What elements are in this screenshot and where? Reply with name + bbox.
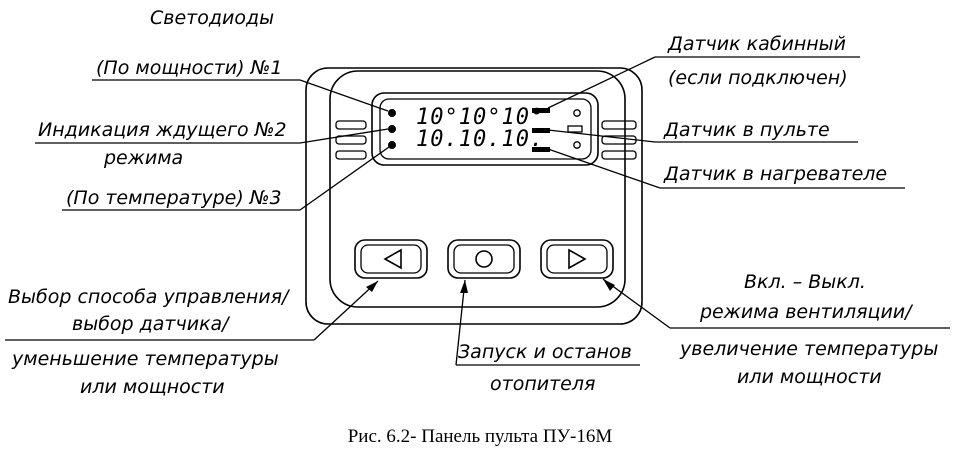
left-button[interactable] bbox=[354, 239, 428, 279]
led2-label-line1: Индикация ждущего №2 bbox=[38, 119, 287, 141]
right-button-label-line3: увеличение температуры bbox=[679, 338, 938, 360]
led-1 bbox=[388, 109, 396, 117]
left-button-label-line2: выбор датчика/ bbox=[72, 313, 231, 335]
left-button-label-line3: уменьшение температуры bbox=[11, 348, 279, 370]
right-button-label-line4: или мощности bbox=[737, 366, 882, 388]
panel-outer-frame bbox=[305, 67, 643, 325]
sensor-led-top bbox=[573, 109, 581, 117]
display-window-outer bbox=[371, 92, 599, 166]
left-button-label-line1: Выбор способа управления/ bbox=[8, 286, 291, 308]
left-vent-slots bbox=[335, 120, 367, 160]
right-button-label-line1: Вкл. – Выкл. bbox=[744, 271, 866, 293]
circle-icon bbox=[475, 250, 493, 268]
cabin-sensor-label-line2: (если подключен) bbox=[668, 67, 848, 89]
panel-sensor-label: Датчик в пульте bbox=[663, 119, 830, 141]
display-row-1: 10°10°10° bbox=[416, 105, 544, 130]
led2-label-line2: режима bbox=[103, 147, 183, 169]
right-button[interactable] bbox=[540, 239, 614, 279]
display-row-2: 10.10.10. bbox=[416, 127, 544, 152]
leds-title: Светодиоды bbox=[150, 7, 274, 29]
heater-sensor-label: Датчик в нагревателе bbox=[663, 163, 887, 185]
triangle-left-icon bbox=[383, 248, 402, 270]
heater-sensor-indicator bbox=[532, 147, 550, 152]
led1-label: (По мощности) №1 bbox=[96, 57, 282, 79]
led-3 bbox=[388, 141, 396, 149]
center-button[interactable] bbox=[447, 239, 521, 279]
right-button-label-line2: режима вентиляции/ bbox=[699, 301, 914, 323]
triangle-right-icon bbox=[568, 248, 587, 270]
device-body: 10°10°10° 10.10.10. bbox=[305, 67, 643, 325]
sensor-led-bottom bbox=[573, 141, 581, 149]
right-leader-lines bbox=[547, 56, 950, 329]
panel-sensor-indicator bbox=[532, 128, 550, 133]
center-leader-lines bbox=[455, 279, 640, 366]
left-leader-lines bbox=[5, 79, 390, 341]
led-2 bbox=[388, 125, 396, 133]
right-vent-slots bbox=[601, 120, 637, 160]
left-button-label-line4: или мощности bbox=[80, 376, 225, 398]
center-button-label-line1: Запуск и останов bbox=[458, 341, 632, 363]
center-button-label-line2: отопителя bbox=[490, 373, 595, 395]
sensor-slot bbox=[567, 125, 583, 133]
led3-label: (По температуре) №3 bbox=[66, 187, 282, 209]
cabin-sensor-label-line1: Датчик кабинный bbox=[667, 33, 846, 55]
figure-caption: Рис. 6.2- Панель пульта ПУ-16М bbox=[348, 426, 613, 447]
display-window-inner bbox=[379, 98, 592, 160]
cabin-sensor-indicator bbox=[532, 108, 550, 113]
